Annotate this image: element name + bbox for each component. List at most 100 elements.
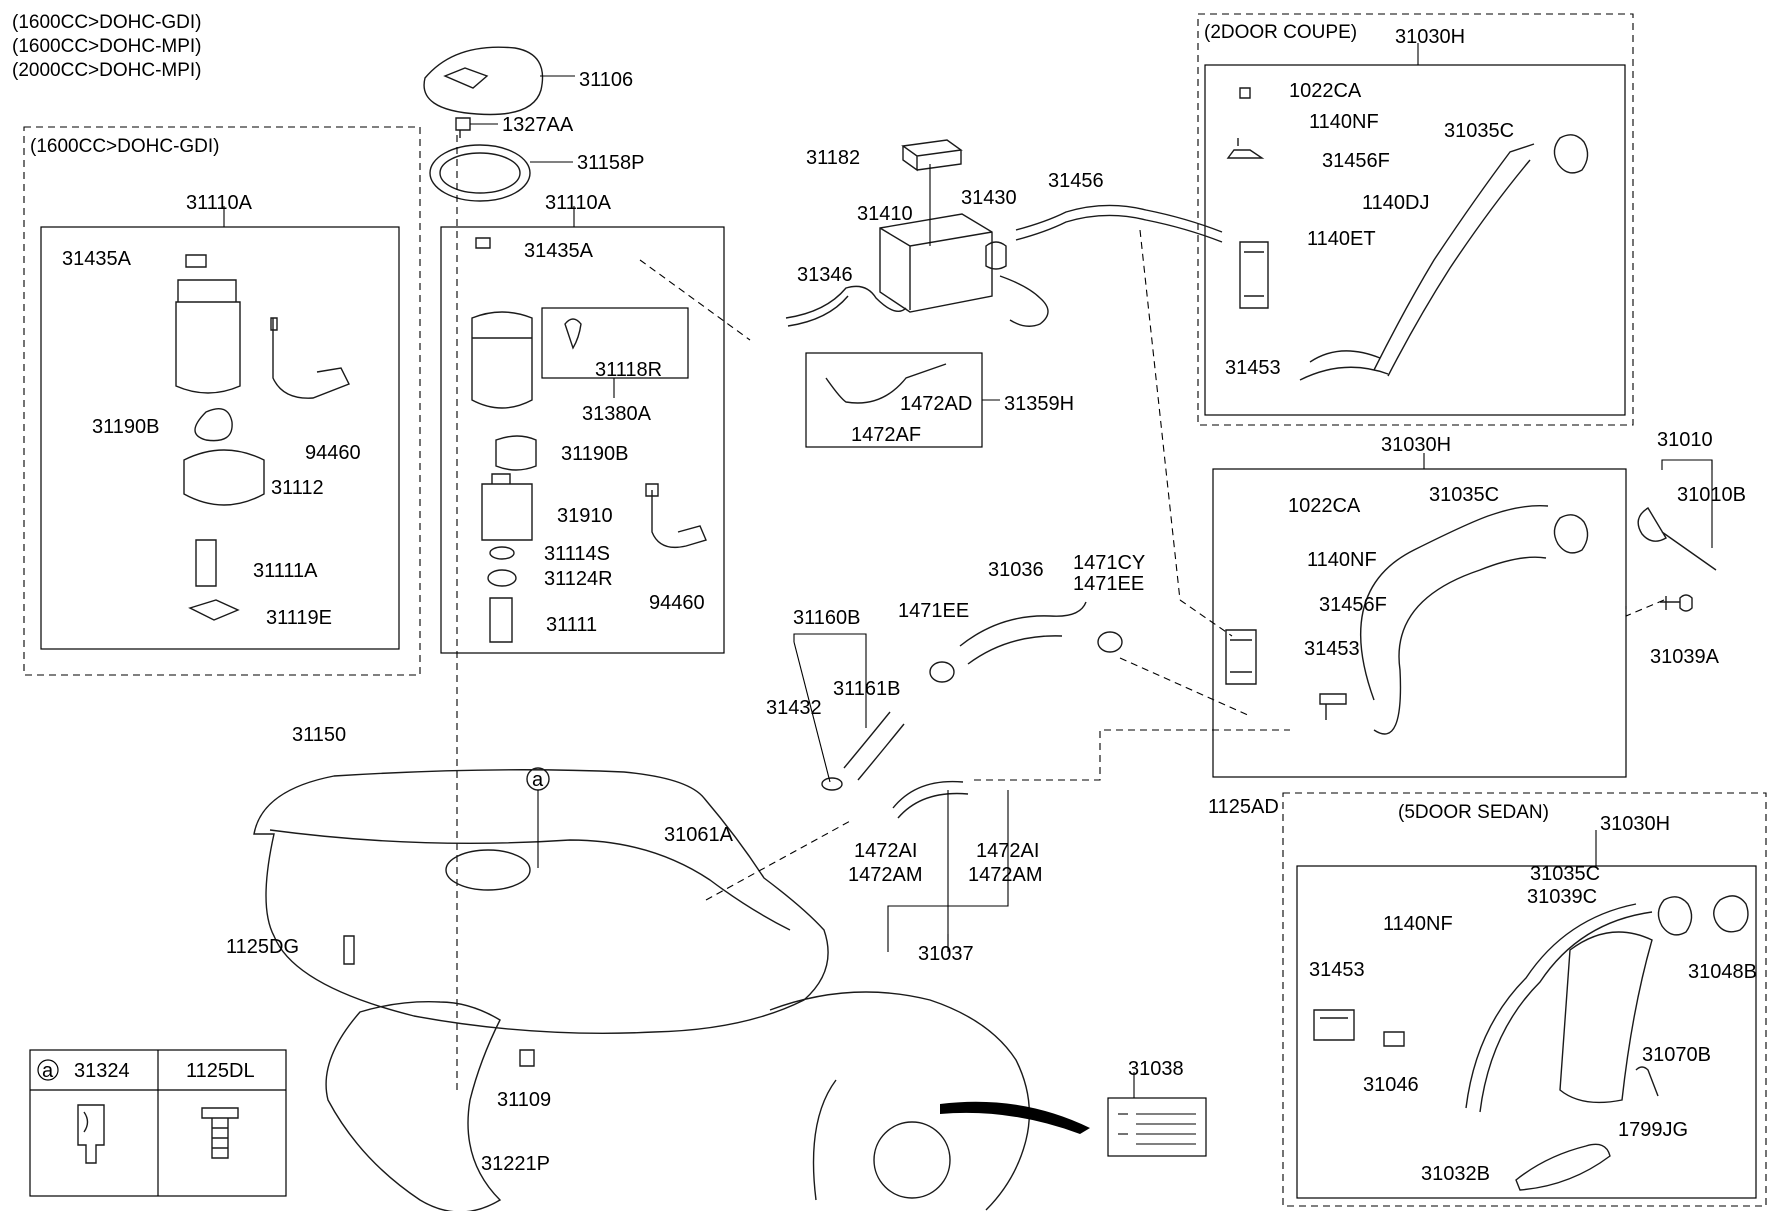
label-1472AD: 1472AD xyxy=(900,393,972,415)
gdi-filter-31190B xyxy=(194,408,233,442)
label-31048B: 31048B xyxy=(1688,961,1757,983)
filler-neck-box xyxy=(1212,468,1627,778)
fuel-tank-31150 xyxy=(253,769,829,1034)
connector-31046 xyxy=(1383,1031,1405,1047)
label-31010B: 31010B xyxy=(1677,484,1746,506)
label-31035C-mid: 31035C xyxy=(1429,484,1499,506)
label-31032B: 31032B xyxy=(1421,1163,1490,1185)
mpi-sender-94460 xyxy=(645,483,707,549)
sedan-bracket-31453 xyxy=(1313,1009,1355,1041)
label-31158P: 31158P xyxy=(577,152,644,174)
vehicle-wheel xyxy=(873,1121,951,1199)
label-31030H-mid: 31030H xyxy=(1381,434,1451,456)
sender-subbox xyxy=(541,307,689,379)
hose-31161B xyxy=(843,711,905,781)
label-31112: 31112 xyxy=(271,477,324,499)
coupe-bracket-31453 xyxy=(1239,241,1269,309)
label-31110A-gdi: 31110A xyxy=(186,192,253,214)
label-1327AA: 1327AA xyxy=(502,114,574,136)
legend-col2: 1125DL xyxy=(186,1060,255,1082)
label-31432: 31432 xyxy=(766,697,822,719)
coupe-group-title: (2DOOR COUPE) xyxy=(1204,22,1357,43)
label-94460-mpi: 94460 xyxy=(649,592,705,614)
label-31435A-mpi: 31435A xyxy=(524,240,594,262)
heat-shield-31221P xyxy=(325,1001,502,1211)
label-1125DG: 1125DG xyxy=(226,936,299,958)
vapor-tube-31346 xyxy=(785,285,907,319)
engine-note-1: (1600CC>DOHC-GDI) xyxy=(12,12,202,33)
gdi-pump-31111A xyxy=(195,539,217,587)
label-31037: 31037 xyxy=(918,943,974,965)
clip-1799JG xyxy=(1635,1066,1659,1097)
label-1022CA-mid: 1022CA xyxy=(1288,495,1361,517)
engine-note-2: (1600CC>DOHC-MPI) xyxy=(12,36,202,57)
label-1472AI-l: 1472AI xyxy=(854,840,917,862)
label-31435A-gdi: 31435A xyxy=(62,248,132,270)
label-31456: 31456 xyxy=(1048,170,1104,192)
label-31453-sedan: 31453 xyxy=(1309,959,1365,981)
label-31110A-mpi: 31110A xyxy=(545,192,612,214)
label-1140DJ: 1140DJ xyxy=(1362,192,1429,214)
label-31036: 31036 xyxy=(988,559,1044,581)
bracket-31032B xyxy=(1515,1143,1611,1191)
hose-31036 xyxy=(959,601,1087,665)
coupe-filler-box xyxy=(1204,64,1626,416)
canister-31410 xyxy=(879,213,993,313)
sedan-shield-31070B xyxy=(1559,931,1653,1104)
label-1140NF-coupe: 1140NF xyxy=(1309,111,1379,133)
gasket-31158P xyxy=(429,144,531,202)
legend-col1: 31324 xyxy=(74,1060,130,1082)
label-1472AF: 1472AF xyxy=(851,424,921,446)
fuel-cap-31010B xyxy=(1637,507,1717,571)
coupe-group-box xyxy=(1197,13,1634,426)
label-31111: 31111 xyxy=(546,614,597,636)
clamp-1471CY xyxy=(1097,631,1123,653)
label-31182: 31182 xyxy=(806,147,860,169)
label-1472AI-r: 1472AI xyxy=(976,840,1039,862)
tank-pump-opening xyxy=(445,849,531,891)
engine-note-3: (2000CC>DOHC-MPI) xyxy=(12,60,202,81)
nut-31109 xyxy=(519,1049,535,1067)
label-31380A: 31380A xyxy=(582,403,652,425)
label-31118R: 31118R xyxy=(595,359,662,381)
mpi-filter-31910 xyxy=(481,473,533,541)
mpi-filter-31190B xyxy=(495,435,537,471)
label-31039A: 31039A xyxy=(1650,646,1720,668)
label-1799JG: 1799JG xyxy=(1618,1119,1688,1141)
screw-31039A xyxy=(1660,594,1693,612)
label-1125AD: 1125AD xyxy=(1208,796,1279,818)
coupe-filler-pipe xyxy=(1373,143,1535,377)
label-1140NF-mid: 1140NF xyxy=(1307,549,1377,571)
legend-circle-text: a xyxy=(42,1060,54,1082)
pump-plate-31106 xyxy=(423,46,544,116)
label-31190B-gdi: 31190B xyxy=(92,416,159,438)
filler-inlet xyxy=(1553,514,1589,554)
gdi-sender-94460 xyxy=(272,318,350,399)
label-31010: 31010 xyxy=(1657,429,1713,451)
mpi-pump-31111 xyxy=(489,597,513,643)
sender-31118R xyxy=(564,318,582,350)
engine-notes: (1600CC>DOHC-GDI) (1600CC>DOHC-MPI) (200… xyxy=(12,12,202,81)
sedan-filler-cap xyxy=(1657,896,1693,936)
label-31190B-mpi: 31190B xyxy=(561,443,628,465)
screw-1125AD xyxy=(1319,693,1347,720)
label-31221P: 31221P xyxy=(481,1153,550,1175)
label-31430: 31430 xyxy=(961,187,1017,209)
legend-table: a 31324 1125DL xyxy=(29,1049,287,1197)
label-31910: 31910 xyxy=(557,505,613,527)
label-1471EE-l: 1471EE xyxy=(898,600,969,622)
label-31030H-coupe: 31030H xyxy=(1395,26,1465,48)
gdi-pump-box xyxy=(40,226,400,650)
nut-1327AA xyxy=(455,117,471,138)
label-31038: 31038 xyxy=(1128,1058,1184,1080)
gdi-pump-module xyxy=(175,254,241,394)
label-31035C-coupe: 31035C xyxy=(1444,120,1514,142)
label-31346: 31346 xyxy=(797,264,853,286)
gdi-reservoir-31112 xyxy=(183,449,265,506)
label-31030H-sedan: 31030H xyxy=(1600,813,1670,835)
coupe-fasteners xyxy=(1226,87,1265,159)
sedan-filler-pipe xyxy=(1465,903,1653,1113)
bracket-31453 xyxy=(1225,629,1257,685)
label-1472AM-r: 1472AM xyxy=(968,864,1043,886)
bolt-1125DL-icon xyxy=(201,1107,239,1159)
